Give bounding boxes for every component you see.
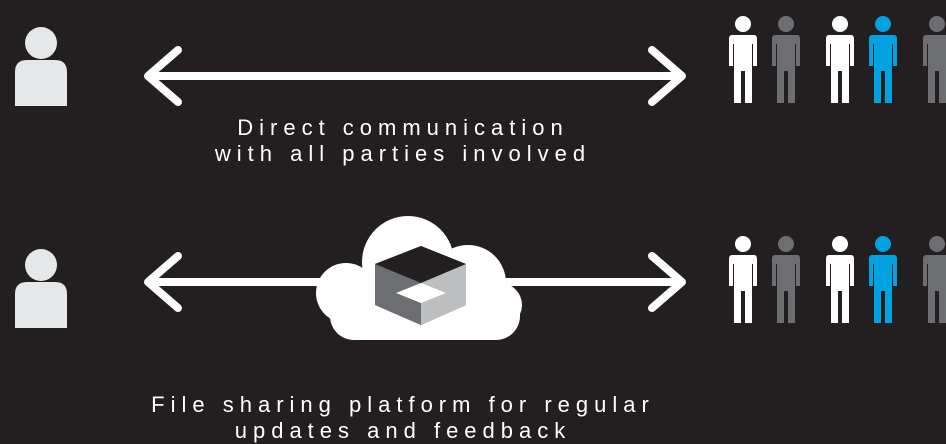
person-blue-icon <box>869 236 897 323</box>
people-group <box>729 16 946 103</box>
person-gray-icon <box>923 16 946 103</box>
person-white-icon <box>729 236 757 323</box>
double-arrow-connector <box>144 46 686 106</box>
person-blue-icon <box>869 16 897 103</box>
caption-line: File sharing platform for regular <box>151 392 655 417</box>
person-gray-icon <box>772 236 800 323</box>
box-icon <box>375 246 466 325</box>
person-gray-icon <box>923 236 946 323</box>
person-white-icon <box>826 236 854 323</box>
caption-line: with all parties involved <box>214 141 592 166</box>
single-person-icon <box>15 249 67 328</box>
caption-line: updates and feedback <box>234 418 572 443</box>
single-person-icon <box>15 27 67 106</box>
caption-direct-communication: Direct communication with all parties in… <box>0 115 876 167</box>
person-white-icon <box>729 16 757 103</box>
person-white-icon <box>826 16 854 103</box>
person-gray-icon <box>772 16 800 103</box>
caption-line: Direct communication <box>237 115 569 140</box>
caption-file-sharing: File sharing platform for regular update… <box>0 392 876 444</box>
people-group <box>729 236 946 323</box>
